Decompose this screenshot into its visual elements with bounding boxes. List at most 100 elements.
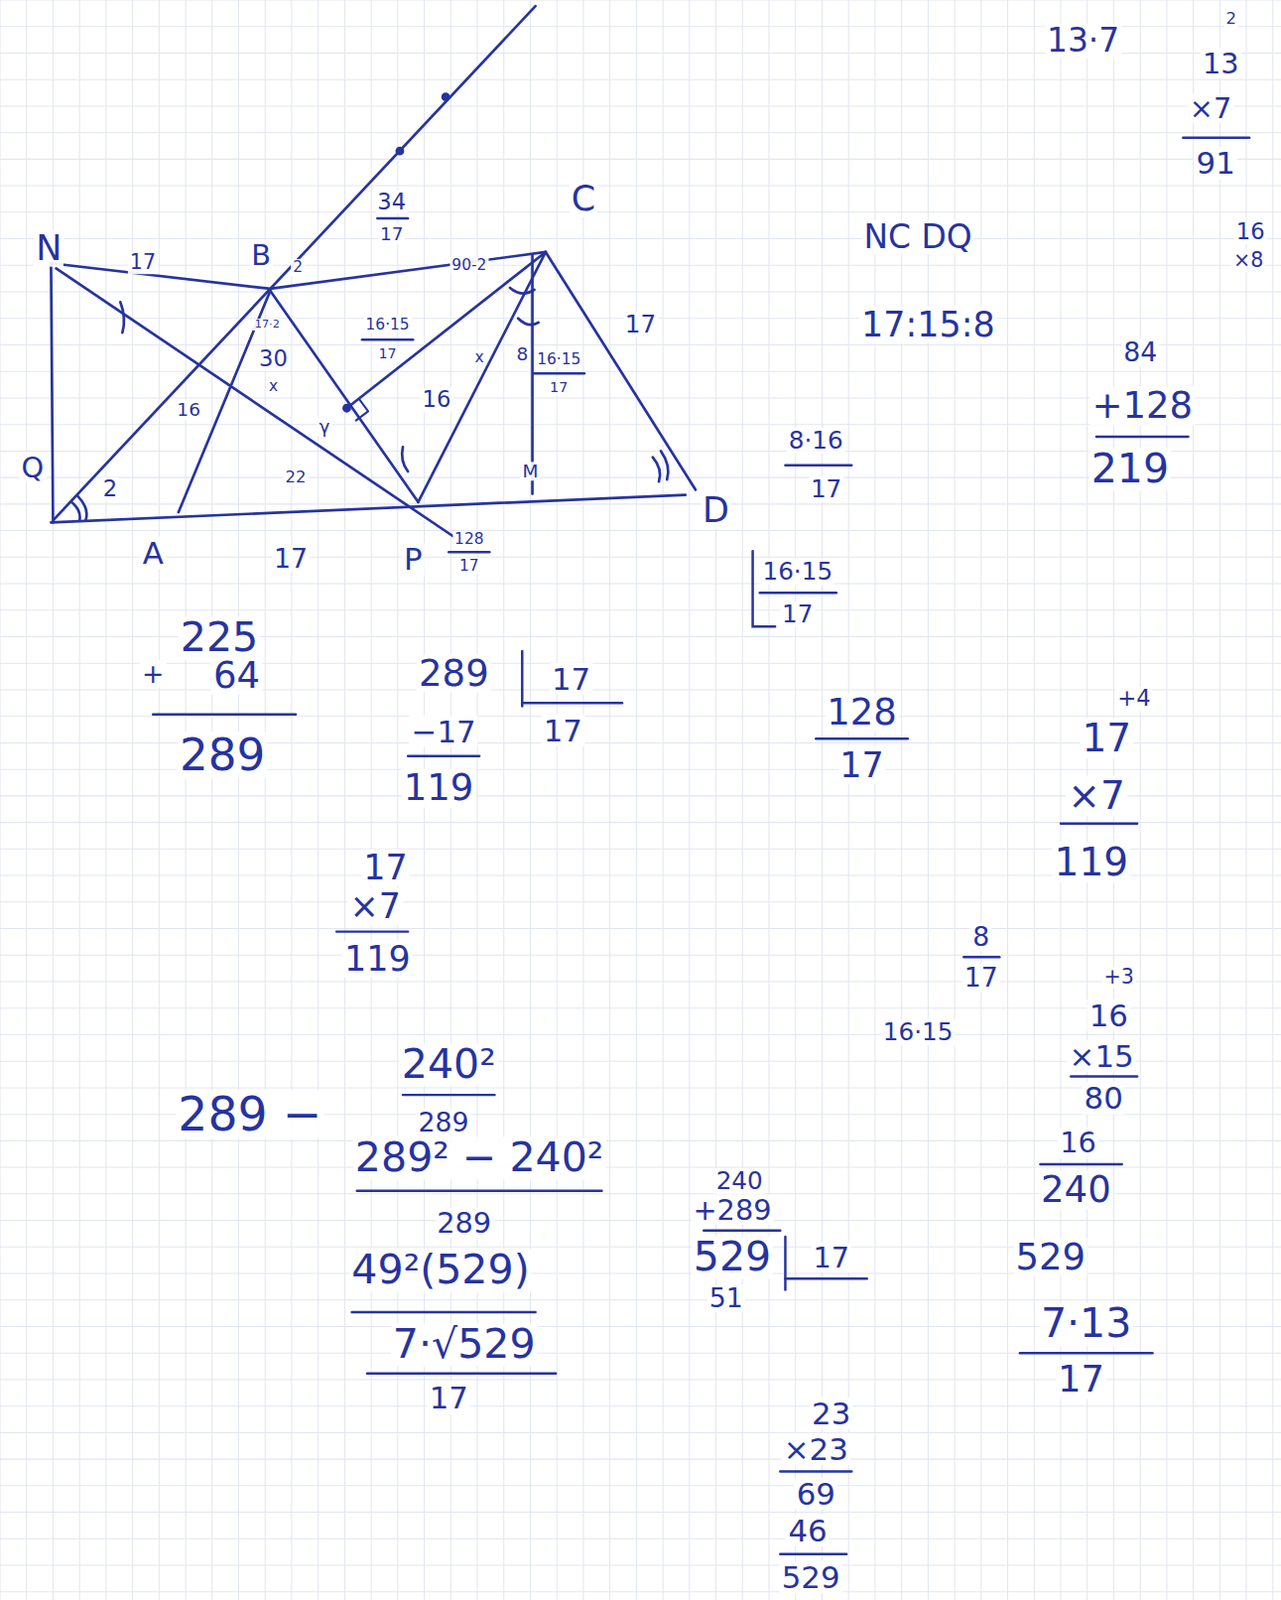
- handwritten-note: 219: [1089, 447, 1171, 491]
- handwritten-note: 22: [283, 468, 309, 486]
- grid-line: [0, 211, 1281, 213]
- grid-line: [1192, 0, 1194, 1600]
- handwritten-note: 16: [1234, 221, 1268, 246]
- handwritten-note: 34: [375, 190, 408, 215]
- handwritten-note: 225: [178, 616, 260, 659]
- handwritten-note: 17: [547, 380, 570, 395]
- angle-arc: [652, 457, 660, 483]
- fraction-bar: [1039, 1162, 1122, 1165]
- handwritten-note: 289: [416, 1108, 472, 1137]
- handwritten-note: 17: [810, 1241, 852, 1272]
- grid-line: [0, 821, 1281, 823]
- grid-line: [0, 1564, 1281, 1566]
- grid-line: [0, 715, 1281, 717]
- grid-line: [556, 0, 558, 1600]
- handwritten-note: 13·7: [1044, 23, 1122, 59]
- sum-line: [1182, 136, 1250, 139]
- handwritten-note: 17: [378, 225, 406, 245]
- grid-line: [1219, 0, 1221, 1600]
- grid-line: [211, 0, 213, 1600]
- grid-line: [0, 529, 1281, 531]
- grid-line: [0, 1246, 1281, 1248]
- handwritten-note: 17: [457, 556, 482, 573]
- sum-line: [1096, 435, 1189, 438]
- grid-line: [290, 0, 292, 1600]
- handwritten-note: 128: [452, 530, 486, 547]
- handwritten-note: 2: [101, 478, 120, 503]
- grid-line: [768, 0, 769, 1600]
- grid-line: [0, 503, 1281, 505]
- handwritten-note: NC DQ: [861, 219, 974, 255]
- handwritten-note: 240: [714, 1168, 766, 1195]
- grid-line: [715, 0, 717, 1600]
- handwritten-note: 119: [401, 768, 477, 807]
- grid-line: [0, 423, 1281, 425]
- right-angle-mark: [356, 398, 369, 421]
- grid-line: [980, 0, 982, 1600]
- handwritten-note: 16: [420, 387, 454, 412]
- handwritten-note: +289: [690, 1194, 773, 1225]
- grid-line: [0, 238, 1281, 240]
- grid-line: [0, 79, 1281, 81]
- handwritten-note: 30: [256, 347, 290, 372]
- handwritten-note: 240: [1038, 1169, 1114, 1209]
- sum-line: [1070, 1074, 1138, 1077]
- handwritten-note: 7·√529: [390, 1322, 538, 1366]
- handwritten-note: 7·13: [1038, 1302, 1135, 1346]
- sum-line: [407, 755, 480, 758]
- grid-line: [0, 344, 1281, 346]
- sum-line: [1060, 821, 1138, 824]
- handwritten-note: ×8: [1231, 250, 1266, 272]
- grid-line: [371, 0, 373, 1600]
- grid-line: [0, 158, 1281, 160]
- grid-line: [0, 954, 1281, 956]
- grid-line: [131, 0, 133, 1600]
- grid-line: [0, 1431, 1281, 1433]
- fraction-bar: [367, 1372, 556, 1375]
- segment: [417, 252, 545, 503]
- fraction-bar: [352, 1310, 536, 1313]
- handwritten-note: 69: [794, 1477, 838, 1510]
- handwritten-note: 80: [1082, 1081, 1126, 1114]
- grid-line: [79, 0, 81, 1600]
- grid-line: [0, 264, 1281, 266]
- handwritten-note: 119: [342, 940, 413, 978]
- handwritten-note: C: [569, 180, 598, 218]
- handwritten-note: 8·16: [786, 427, 846, 454]
- grid-line: [794, 0, 796, 1600]
- grid-line: [0, 131, 1281, 133]
- grid-line: [344, 0, 346, 1600]
- grid-line: [848, 0, 850, 1600]
- grid-line: [25, 0, 27, 1600]
- handwritten-note: 17:15:8: [859, 306, 998, 344]
- fraction-bar: [784, 464, 852, 467]
- sum-line: [336, 929, 408, 932]
- handwritten-note: 23: [809, 1397, 853, 1429]
- ray: [52, 5, 535, 520]
- grid-line: [1140, 0, 1142, 1600]
- handwritten-note: 289: [177, 731, 267, 778]
- handwritten-note: x: [473, 349, 487, 366]
- segment: [50, 495, 685, 523]
- fraction-bar: [448, 550, 490, 553]
- grid-line: [1007, 0, 1009, 1600]
- handwritten-note: 17: [128, 252, 158, 274]
- division-bar: [520, 650, 523, 707]
- fraction-bar: [1020, 1351, 1153, 1354]
- handwritten-note: 8: [513, 344, 530, 364]
- angle-arc: [660, 450, 668, 480]
- handwritten-note: ×7: [1065, 774, 1128, 816]
- grid-line: [238, 0, 240, 1600]
- handwritten-note: 17: [779, 601, 815, 628]
- handwritten-note: 289 −: [175, 1089, 324, 1140]
- handwritten-note: 51: [707, 1283, 746, 1312]
- handwritten-note: ×23: [781, 1432, 851, 1465]
- handwritten-note: −17: [409, 715, 479, 748]
- grid-line: [1165, 0, 1167, 1600]
- handwritten-note: 16·15: [534, 351, 583, 368]
- grid-line: [0, 556, 1281, 558]
- handwritten-note: 17: [837, 747, 886, 784]
- handwritten-note: 529: [1013, 1237, 1088, 1277]
- handwritten-note: 17: [1079, 718, 1134, 760]
- handwritten-note: 16: [174, 400, 203, 420]
